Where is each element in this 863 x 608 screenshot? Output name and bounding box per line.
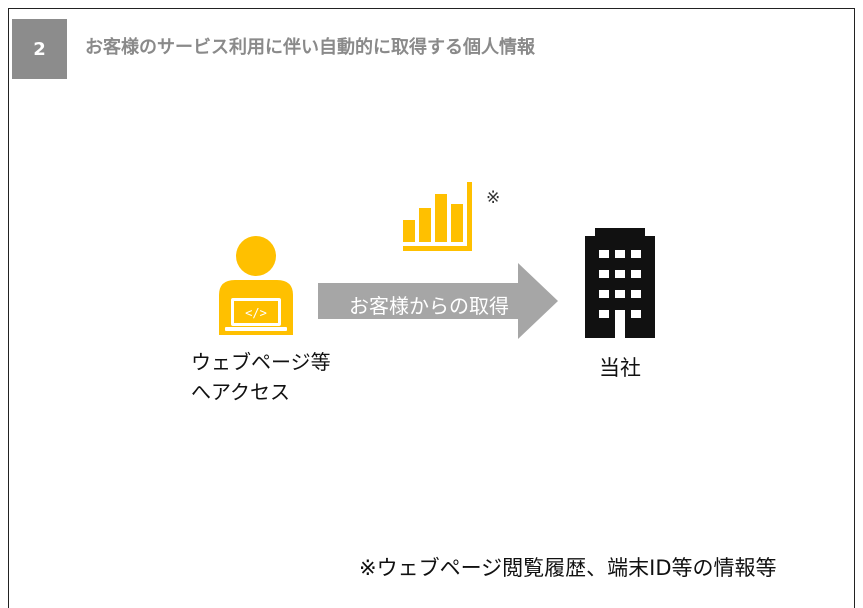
- footnote: ※ウェブページ閲覧履歴、端末ID等の情報等: [359, 556, 777, 580]
- company-label: 当社: [599, 356, 641, 380]
- user-laptop-code-icon: </>: [219, 236, 293, 335]
- acquisition-arrow: [318, 263, 558, 339]
- slide-frame: [8, 8, 855, 608]
- user-label-line1: ウェブページ等: [191, 350, 331, 374]
- note-mark: ※: [486, 188, 501, 208]
- office-building-icon: [585, 228, 655, 338]
- svg-text:</>: </>: [245, 306, 267, 320]
- section-title: お客様のサービス利用に伴い自動的に取得する個人情報: [85, 37, 535, 58]
- bar-chart-icon: [403, 182, 472, 251]
- user-label-line2: へアクセス: [191, 380, 290, 404]
- section-number-badge: 2: [12, 19, 67, 79]
- arrow-label: お客様からの取得: [349, 294, 509, 318]
- section-number: 2: [33, 38, 46, 60]
- user-label: ウェブページ等 へアクセス: [191, 347, 331, 407]
